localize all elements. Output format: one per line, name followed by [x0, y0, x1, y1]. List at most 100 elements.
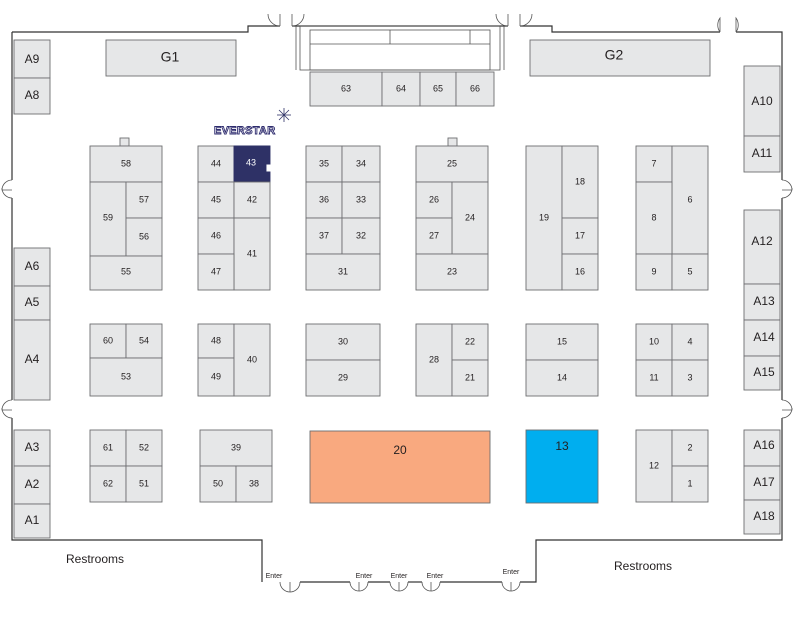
booth-48[interactable]: 48: [197, 323, 235, 359]
booth-43[interactable]: 43: [233, 145, 271, 183]
booth-A16[interactable]: A16: [743, 429, 781, 467]
booth-3[interactable]: 3: [671, 359, 709, 397]
svg-text:20: 20: [393, 443, 407, 457]
booth-37[interactable]: 37: [305, 217, 343, 255]
booth-42[interactable]: 42: [233, 181, 271, 219]
svg-text:12: 12: [649, 460, 659, 470]
booth-20[interactable]: 20: [309, 430, 491, 504]
booth-G2[interactable]: G2: [529, 39, 711, 77]
booth-2[interactable]: 2: [671, 429, 709, 467]
booth-A14[interactable]: A14: [743, 319, 781, 357]
booth-66[interactable]: 66: [455, 71, 495, 107]
svg-text:26: 26: [429, 194, 439, 204]
booth-18[interactable]: 18: [561, 145, 599, 219]
booth-21[interactable]: 21: [451, 359, 489, 397]
booth-25[interactable]: 25: [415, 145, 489, 183]
booth-59[interactable]: 59: [89, 181, 127, 257]
booth-A13[interactable]: A13: [743, 283, 781, 321]
booth-13[interactable]: 13: [525, 429, 599, 504]
booth-35[interactable]: 35: [305, 145, 343, 183]
booth-39[interactable]: 39: [199, 429, 273, 467]
booth-53[interactable]: 53: [89, 357, 163, 397]
svg-text:15: 15: [557, 336, 567, 346]
svg-text:5: 5: [687, 266, 692, 276]
svg-text:50: 50: [213, 478, 223, 488]
booth-14[interactable]: 14: [525, 359, 599, 397]
booth-30[interactable]: 30: [305, 323, 381, 361]
svg-text:8: 8: [651, 212, 656, 222]
booth-11[interactable]: 11: [635, 359, 673, 397]
everstar-logo: EVERSTAR: [214, 108, 291, 137]
booth-60[interactable]: 60: [89, 323, 127, 359]
booth-island-1-12: 12 2 1: [635, 429, 709, 503]
booth-33[interactable]: 33: [341, 181, 381, 219]
svg-text:A8: A8: [25, 88, 40, 102]
booth-31[interactable]: 31: [305, 253, 381, 291]
booth-17[interactable]: 17: [561, 217, 599, 255]
booth-58[interactable]: 58: [89, 145, 163, 183]
booth-A15[interactable]: A15: [743, 355, 781, 391]
booth-49[interactable]: 49: [197, 357, 235, 397]
booth-41[interactable]: 41: [233, 217, 271, 291]
booth-26[interactable]: 26: [415, 181, 453, 219]
svg-text:A10: A10: [751, 94, 773, 108]
booth-A2[interactable]: A2: [13, 465, 51, 505]
booth-47[interactable]: 47: [197, 253, 235, 291]
booth-38[interactable]: 38: [235, 465, 273, 503]
booth-23[interactable]: 23: [415, 253, 489, 291]
booth-51[interactable]: 51: [125, 465, 163, 503]
svg-text:22: 22: [465, 336, 475, 346]
booth-island-23-27: 25 26 24 27 23: [415, 145, 489, 291]
booth-61[interactable]: 61: [89, 429, 127, 467]
booth-12[interactable]: 12: [635, 429, 673, 503]
svg-text:57: 57: [139, 194, 149, 204]
booth-64[interactable]: 64: [381, 71, 421, 107]
booth-A17[interactable]: A17: [743, 465, 781, 501]
booth-50[interactable]: 50: [199, 465, 237, 503]
booth-6[interactable]: 6: [671, 145, 709, 255]
booth-9[interactable]: 9: [635, 253, 673, 291]
booth-54[interactable]: 54: [125, 323, 163, 359]
booth-A5[interactable]: A5: [13, 285, 51, 321]
booth-4[interactable]: 4: [671, 323, 709, 361]
booth-57[interactable]: 57: [125, 181, 163, 219]
booth-19[interactable]: 19: [525, 145, 563, 291]
booth-A4[interactable]: A4: [13, 319, 51, 401]
booth-A3[interactable]: A3: [13, 429, 51, 467]
booth-16[interactable]: 16: [561, 253, 599, 291]
booth-10[interactable]: 10: [635, 323, 673, 361]
booth-A18[interactable]: A18: [743, 499, 781, 535]
booth-65[interactable]: 65: [419, 71, 457, 107]
booth-A8[interactable]: A8: [13, 77, 51, 115]
booth-34[interactable]: 34: [341, 145, 381, 183]
svg-text:58: 58: [121, 158, 131, 168]
booth-32[interactable]: 32: [341, 217, 381, 255]
booth-1[interactable]: 1: [671, 465, 709, 503]
booth-55[interactable]: 55: [89, 255, 163, 291]
booth-52[interactable]: 52: [125, 429, 163, 467]
booth-27[interactable]: 27: [415, 217, 453, 255]
booth-A1[interactable]: A1: [13, 503, 51, 539]
booth-A10[interactable]: A10: [743, 65, 781, 137]
booth-28[interactable]: 28: [415, 323, 453, 397]
booth-22[interactable]: 22: [451, 323, 489, 361]
booth-63[interactable]: 63: [309, 71, 383, 107]
booth-G1[interactable]: G1: [105, 39, 237, 77]
booth-56[interactable]: 56: [125, 217, 163, 257]
booth-24[interactable]: 24: [451, 181, 489, 255]
booth-8[interactable]: 8: [635, 181, 673, 255]
booth-A12[interactable]: A12: [743, 209, 781, 285]
booth-A6[interactable]: A6: [13, 247, 51, 287]
booth-45[interactable]: 45: [197, 181, 235, 219]
booth-40[interactable]: 40: [233, 323, 271, 397]
booth-A9[interactable]: A9: [13, 39, 51, 79]
booth-29[interactable]: 29: [305, 359, 381, 397]
booth-36[interactable]: 36: [305, 181, 343, 219]
booth-46[interactable]: 46: [197, 217, 235, 255]
booth-5[interactable]: 5: [671, 253, 709, 291]
booth-7[interactable]: 7: [635, 145, 673, 183]
booth-A11[interactable]: A11: [743, 135, 781, 173]
booth-62[interactable]: 62: [89, 465, 127, 503]
booth-44[interactable]: 44: [197, 145, 235, 183]
booth-15[interactable]: 15: [525, 323, 599, 361]
